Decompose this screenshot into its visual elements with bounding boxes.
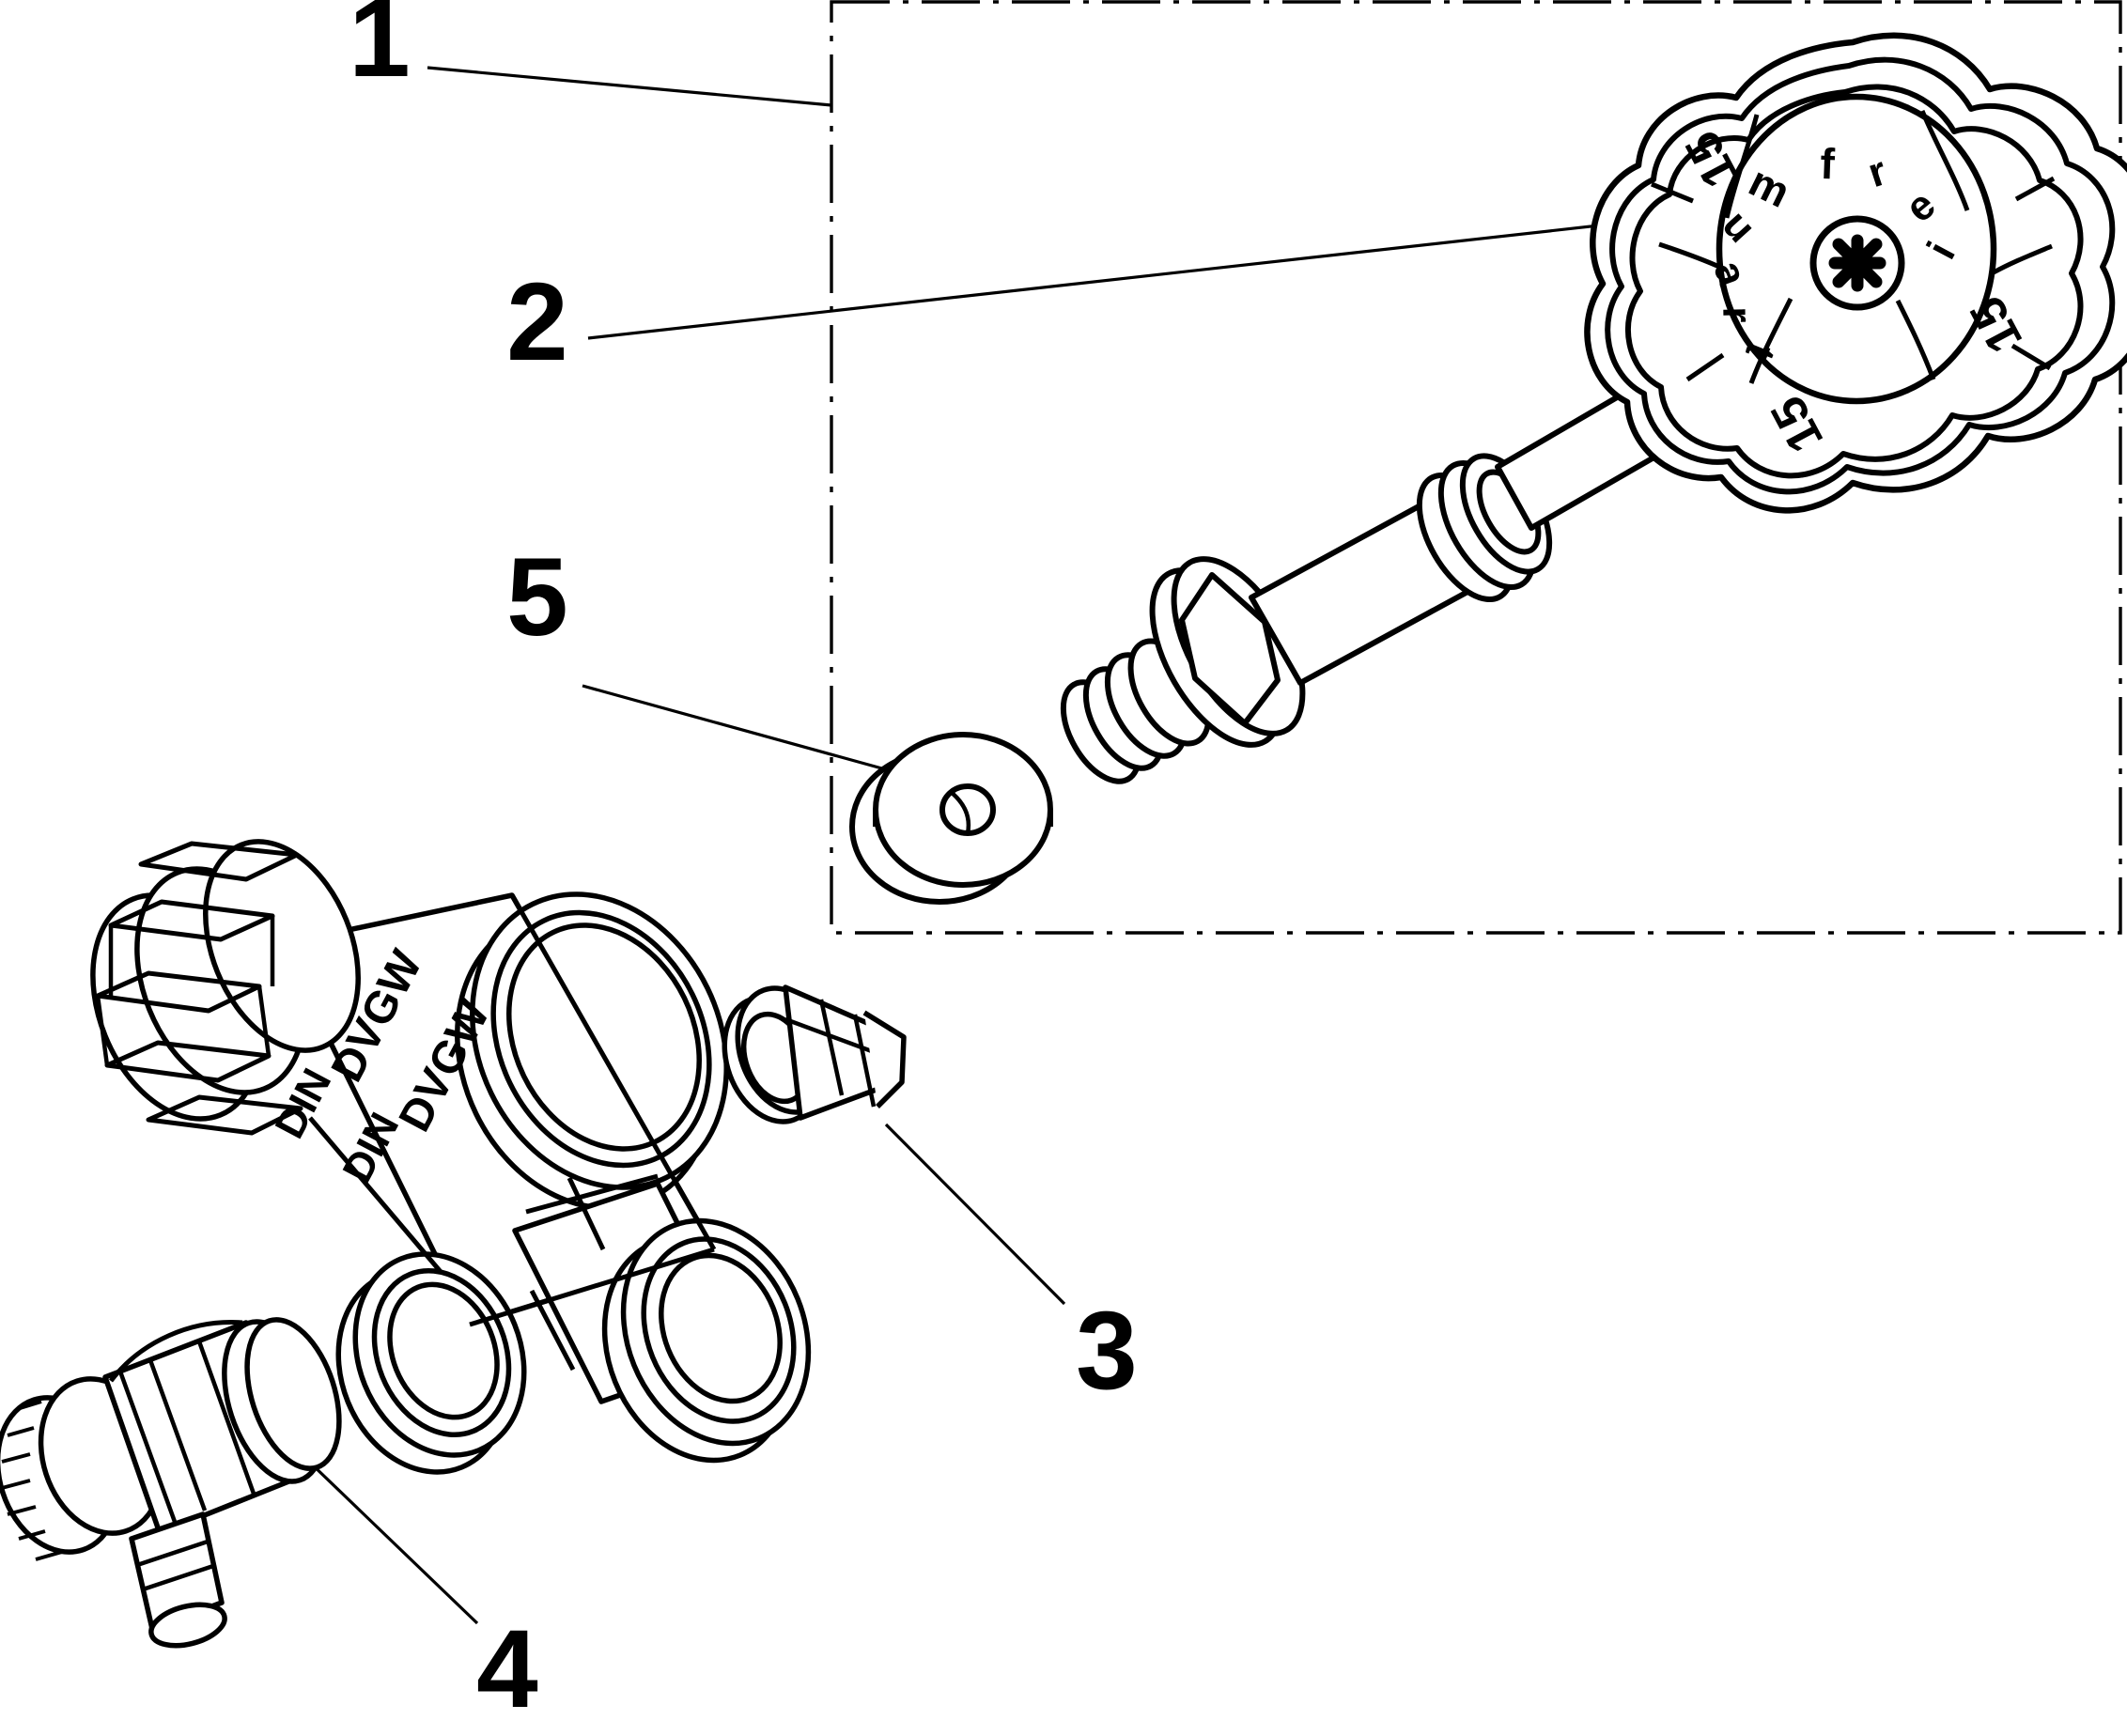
callout-number-4: 4 [476,1607,538,1731]
body-side-port [512,1181,812,1464]
detail-frame [830,0,2122,935]
web-upper-left [1724,114,1760,219]
callout-number-1: 1 [349,0,411,101]
connector-top-bevel [109,1320,243,1383]
cap-rear-taper [862,1010,907,1108]
leader-line-5 [582,684,917,780]
leader-line-2 [587,222,1617,340]
connector-end-collar-inner [244,1317,342,1471]
body-front-port [335,1251,527,1475]
body-contour-lines [308,893,717,1372]
washer-rim-edges [873,810,1053,827]
bonnet-thread [1060,638,1212,784]
blanking-cap [722,984,907,1124]
leader-line-1 [427,66,832,107]
web-detail-lines-b [2011,176,2056,371]
front-port-bore [387,1281,500,1420]
web-left [1658,241,1721,270]
valve-body [90,839,812,1475]
union-nut-rib-edges [95,916,275,1066]
spindle-bonnet-assembly [1060,316,1730,784]
pipe-connector [0,1317,342,1649]
brand-letter-r: r [1714,306,1760,323]
web-lower-right [1895,299,1936,380]
union-nut [90,839,361,1136]
handwheel [1584,32,2127,514]
callout-number-3: 3 [1076,1289,1138,1413]
bonnet-hex-flange [1149,556,1306,748]
web-detail-lines [1651,181,1725,382]
callout-number-2: 2 [506,260,568,384]
knurl-lines [1,1400,63,1561]
leader-line-3 [884,1123,1066,1306]
connector-stub-rings [136,1538,217,1592]
connector-stub-end [148,1602,227,1649]
web-upper-right [1919,110,1970,211]
sealing-washer [849,732,1053,905]
union-nut-shoulder [203,839,361,1053]
side-port-bore [659,1252,783,1404]
cross-head-screw-icon [1828,234,1886,292]
brand-letter-f: f [1820,139,1837,189]
washer-hole-inner-shade [949,790,971,834]
handwheel-webs [1651,110,2056,384]
web-right [1992,243,2053,275]
hex-facet-edges [1193,573,1266,725]
detail-frame-border [830,0,2122,935]
web-lower-left [1748,297,1793,384]
connector-barrel-rings [117,1341,256,1523]
callout-number-5: 5 [506,535,568,659]
